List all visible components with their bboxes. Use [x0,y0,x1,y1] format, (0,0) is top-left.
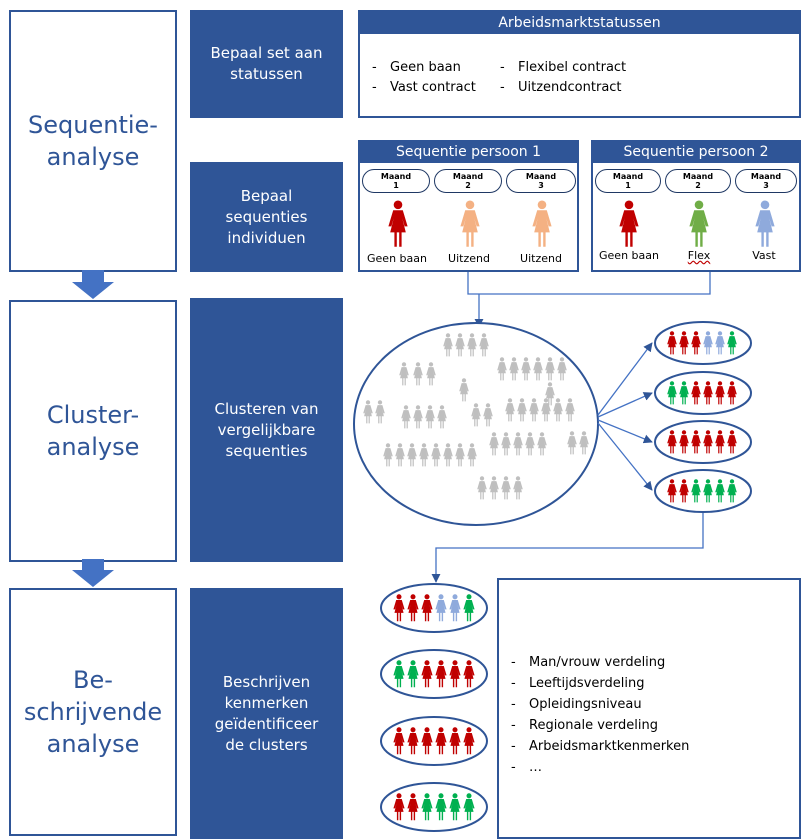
figure-label: Flex [687,249,711,262]
status-dash: - [372,60,377,75]
down-arrow-icon [72,270,114,299]
person-2-figure-1 [619,200,639,247]
status-dash: - [500,80,505,95]
person-icon [689,200,709,247]
status-dash: - [372,80,377,95]
month-number: 2 [695,181,701,190]
connector-line [467,272,711,295]
cluster-ellipse [654,469,752,513]
cluster-ellipse [380,782,488,832]
characteristic-item: -Leeftijdsverdeling [511,673,644,694]
status-item: -Flexibel contract [500,60,626,75]
characteristic-label: Man/vrouw verdeling [529,655,666,670]
characteristic-item: -Opleidingsniveau [511,694,642,715]
person-2-figure-2 [689,200,709,247]
figure-label: Uitzend [520,252,562,265]
cluster-ellipse [380,716,488,766]
characteristic-dash: - [511,718,516,733]
characteristics-box: -Man/vrouw verdeling -Leeftijdsverdeling… [497,578,801,839]
person-icon [532,200,552,247]
cluster-ellipse [380,649,488,699]
status-item: -Uitzendcontract [500,80,622,95]
population-ellipse [353,322,599,526]
month-number: 1 [393,181,399,190]
statuses-title: Arbeidsmarktstatussen [360,12,799,34]
characteristic-item: -Regionale verdeling [511,715,658,736]
phase-beschrijvende-analyse: Be- schrijvende analyse [9,588,177,836]
step-bepaal-statussen: Bepaal set aan statussen [190,10,343,118]
characteristic-dash: - [511,739,516,754]
person-1-title: Sequentie persoon 1 [360,142,577,163]
characteristic-label: … [529,760,542,775]
person-icon [755,200,775,247]
step-beschrijven: Beschrijven kenmerken geïdentificeer de … [190,588,343,839]
person-1-figure-2 [460,200,480,247]
month-number: 3 [538,181,544,190]
person-1-figure-1 [388,200,408,247]
statuses-box: Arbeidsmarktstatussen -Geen baan -Flexib… [358,10,801,118]
step-clusteren: Clusteren van vergelijkbare sequenties [190,298,343,562]
person-1-figure-3 [532,200,552,247]
status-item: -Vast contract [372,80,476,95]
figure-label: Vast [752,249,776,262]
characteristic-dash: - [511,697,516,712]
down-arrow-icon [72,559,114,587]
status-label: Uitzendcontract [518,80,622,95]
person-icon [619,200,639,247]
characteristic-label: Arbeidsmarktkenmerken [529,739,690,754]
characteristic-dash: - [511,676,516,691]
phase-cluster-analyse: Cluster- analyse [9,300,177,562]
figure-label: Geen baan [367,252,427,265]
characteristic-label: Regionale verdeling [529,718,658,733]
cluster-ellipse [654,371,752,415]
connector-line [431,513,704,583]
status-item: -Geen baan [372,60,461,75]
person-icon [388,200,408,247]
status-label: Flexibel contract [518,60,627,75]
characteristic-item: -… [511,757,542,778]
cluster-ellipse [654,321,752,365]
characteristic-dash: - [511,655,516,670]
month-word: Maand [452,172,484,181]
month-word: Maand [682,172,714,181]
month-word: Maand [380,172,412,181]
cluster-arrows [597,342,653,491]
person-2-figure-3 [755,200,775,247]
month-word: Maand [612,172,644,181]
cluster-ellipse [654,420,752,464]
characteristic-item: -Man/vrouw verdeling [511,652,665,673]
cluster-ellipse [380,583,488,633]
month-number: 1 [625,181,631,190]
month-word: Maand [525,172,557,181]
step-bepaal-sequenties: Bepaal sequenties individuen [190,162,343,272]
month-number: 3 [763,181,769,190]
status-dash: - [500,60,505,75]
month-word: Maand [750,172,782,181]
characteristic-label: Opleidingsniveau [529,697,642,712]
figure-label: Uitzend [448,252,490,265]
person-2-title: Sequentie persoon 2 [593,142,799,163]
phase-sequentie-analyse: Sequentie- analyse [9,10,177,272]
characteristic-dash: - [511,760,516,775]
characteristic-item: -Arbeidsmarktkenmerken [511,736,689,757]
characteristic-label: Leeftijdsverdeling [529,676,645,691]
figure-label: Geen baan [599,249,659,262]
status-label: Vast contract [390,80,476,95]
person-icon [460,200,480,247]
month-number: 2 [465,181,471,190]
status-label: Geen baan [390,60,461,75]
